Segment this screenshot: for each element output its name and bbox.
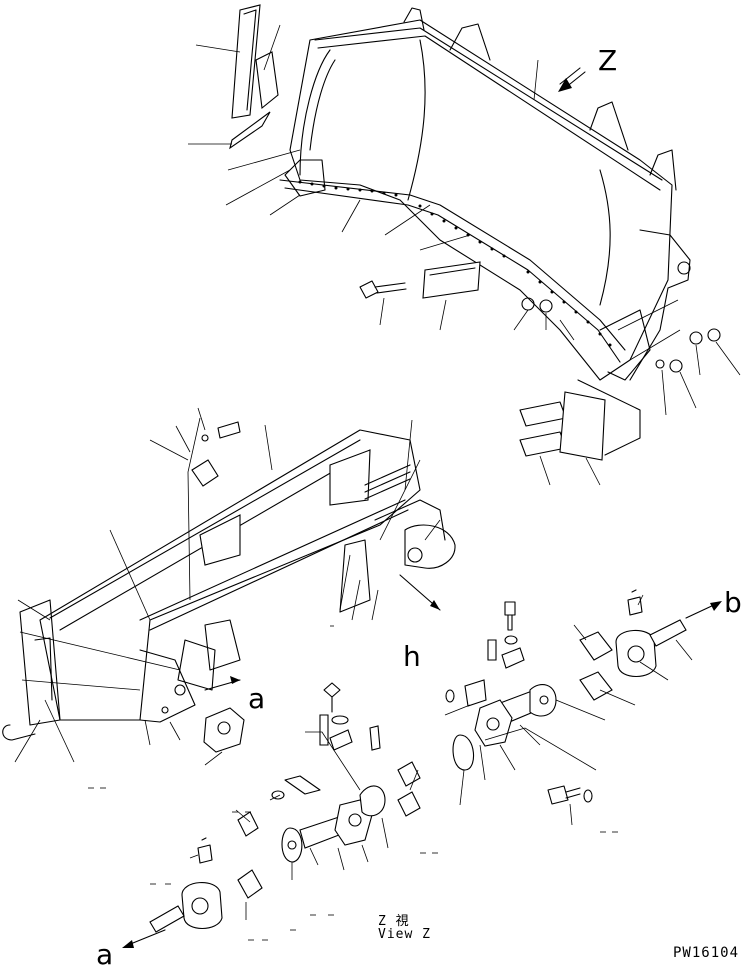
straight-frame: [2, 421, 456, 753]
leader-lines-lower-right: [444, 594, 693, 826]
view-title-english: View Z: [378, 927, 431, 942]
reference-dashes: [88, 625, 618, 941]
view-arrow-label-h: h: [403, 640, 421, 673]
leader-lines-upper: [188, 24, 741, 486]
trunnion-assembly-right: [445, 589, 722, 805]
blade-fasteners: [359, 261, 721, 461]
leader-lines-lower-left: [189, 731, 419, 920]
cutting-edge-holes: [298, 180, 612, 347]
view-arrow-label-a-upper: a: [248, 682, 266, 715]
view-arrow-label-b: b: [724, 586, 742, 619]
drawing-code: PW16104: [673, 945, 740, 961]
dozer-blade: [279, 7, 691, 381]
trunnion-assembly-left: [122, 682, 421, 948]
view-arrow-label-a-lower: a: [96, 938, 114, 971]
view-arrows-frame: [204, 574, 441, 691]
leader-lines-frame: [14, 407, 441, 766]
view-title-japanese: Z 視: [378, 914, 410, 929]
blade-side-plates: [229, 4, 279, 150]
view-z-marker: Z: [598, 44, 618, 77]
